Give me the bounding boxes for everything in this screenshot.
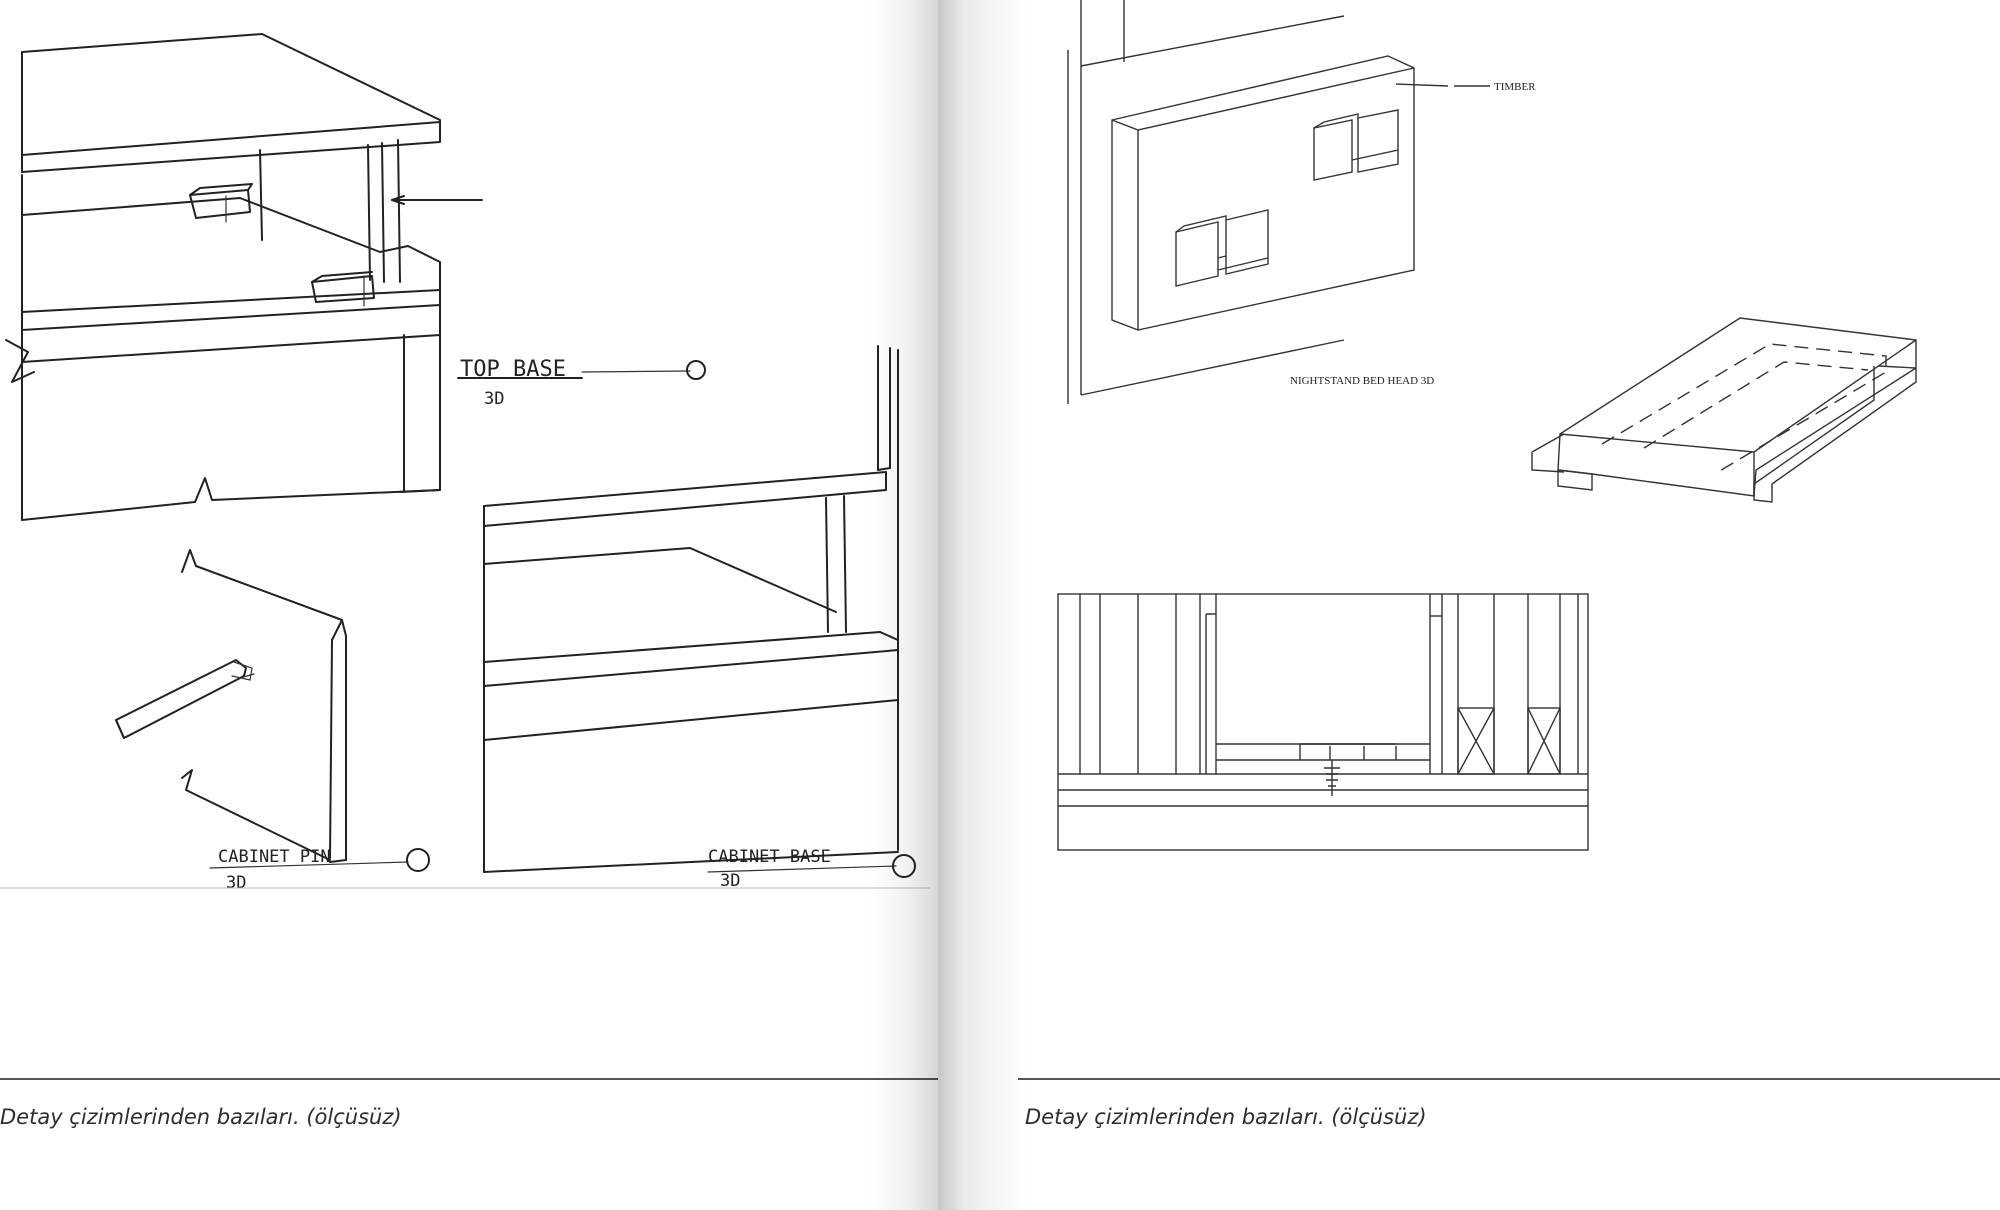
cabinet-base-title: CABINET BASE xyxy=(708,847,831,867)
cabinet-pin-sketch: CABINET PIN 3D xyxy=(115,549,430,893)
frame-3d-drawing xyxy=(1531,317,1917,503)
right-caption: Detay çizimlerinden bazıları. (ölçüsüz) xyxy=(1025,1105,1427,1129)
left-page: TOP BASE 3D CABINET PIN 3D xyxy=(0,0,938,1210)
cabinet-base-sketch: CABINET BASE 3D xyxy=(483,345,916,891)
top-base-sub: 3D xyxy=(484,389,504,409)
cabinet-base-sub: 3D xyxy=(720,871,740,891)
top-base-sketch xyxy=(5,33,483,521)
hand-sketch-drawings: TOP BASE 3D CABINET PIN 3D xyxy=(0,33,930,893)
right-page: TIMBER NIGHTSTAND BED HEAD 3D xyxy=(938,0,2000,1210)
cad-drawings: TIMBER NIGHTSTAND BED HEAD 3D xyxy=(1057,0,1917,851)
top-base-label: TOP BASE 3D xyxy=(457,357,706,409)
caption-rule xyxy=(0,1078,938,1080)
nightstand-bedhead-drawing: TIMBER NIGHTSTAND BED HEAD 3D xyxy=(1067,0,1536,404)
gutter-shadow xyxy=(938,0,1028,1210)
section-drawing xyxy=(1057,593,1589,851)
cabinet-pin-sub: 3D xyxy=(226,873,246,893)
left-caption: Detay çizimlerinden bazıları. (ölçüsüz) xyxy=(0,1105,402,1129)
caption-rule xyxy=(1018,1078,2000,1080)
nightstand-label: NIGHTSTAND BED HEAD 3D xyxy=(1290,375,1434,387)
gutter-shadow xyxy=(868,0,938,1210)
cabinet-pin-title: CABINET PIN xyxy=(218,847,331,867)
timber-label: TIMBER xyxy=(1494,81,1536,93)
